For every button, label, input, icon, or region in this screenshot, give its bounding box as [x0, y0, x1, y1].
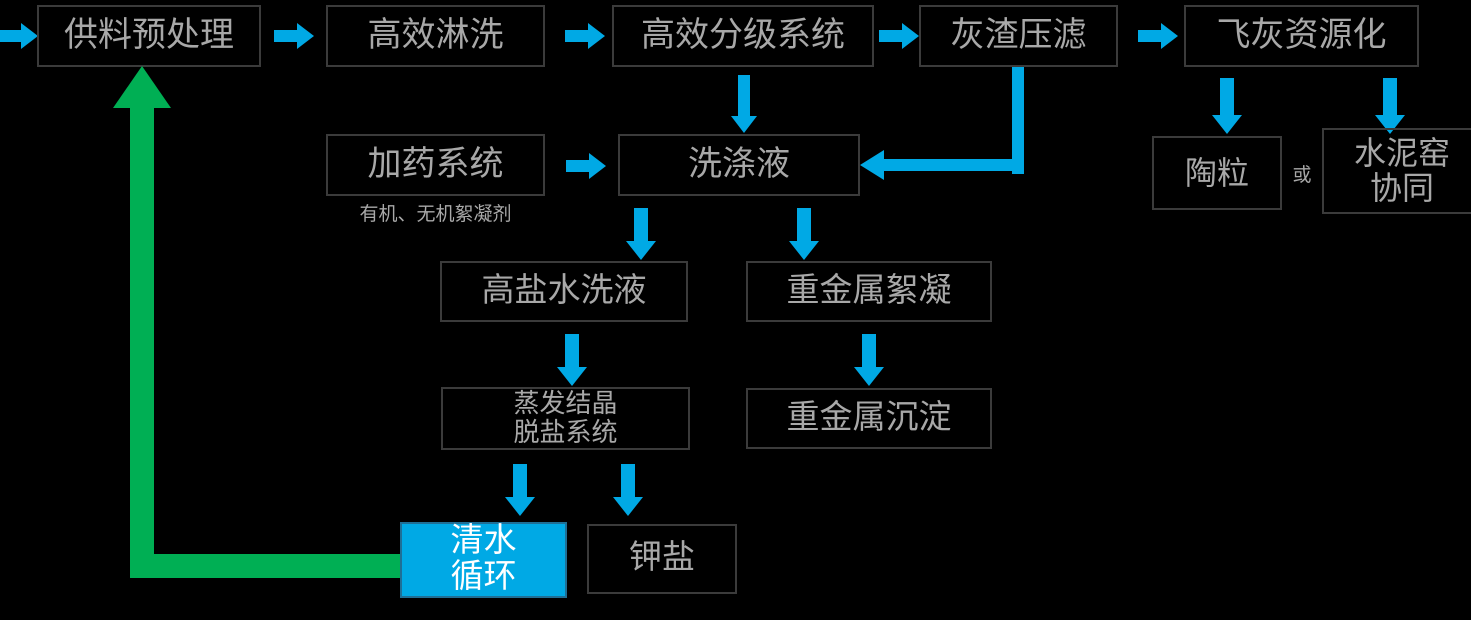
- arrow-clean-water-recycle-to-feed-pretreat: [113, 66, 171, 578]
- arrow-ash-press-to-fly-ash-resource: [1138, 23, 1178, 49]
- arrow-fly-ash-to-cement-kiln: [1375, 78, 1405, 134]
- arrow-fly-ash-to-ceramsite: [1212, 78, 1242, 134]
- node-ceramsite[interactable]: 陶粒: [1152, 136, 1282, 210]
- caption-or-connector: 或: [1292, 165, 1312, 186]
- node-cement-kiln[interactable]: 水泥窑 协同: [1322, 128, 1471, 214]
- arrow-input-to-feed-pretreat: [0, 23, 38, 49]
- node-clean-water[interactable]: 清水 循环: [400, 522, 567, 598]
- node-evap-crystal[interactable]: 蒸发结晶 脱盐系统: [441, 387, 690, 450]
- node-fly-ash-resource[interactable]: 飞灰资源化: [1184, 5, 1419, 67]
- arrow-evap-crystal-to-potassium-salt: [613, 464, 643, 516]
- arrow-evap-crystal-to-clean-water: [505, 464, 535, 516]
- node-high-eff-wash[interactable]: 高效淋洗: [326, 5, 545, 67]
- node-feed-pretreat[interactable]: 供料预处理: [37, 5, 261, 67]
- arrow-ash-press-to-wash-liquid: [860, 150, 1024, 180]
- node-high-salt-wash[interactable]: 高盐水洗液: [440, 261, 688, 322]
- caption-dosing-note: 有机、无机絮凝剂: [359, 204, 512, 225]
- arrow-feed-pretreat-to-high-eff-wash: [274, 23, 314, 49]
- node-classify-system[interactable]: 高效分级系统: [612, 5, 874, 67]
- node-heavy-metal-floc[interactable]: 重金属絮凝: [746, 261, 992, 322]
- arrow-high-salt-wash-to-evap-crystal: [557, 334, 587, 386]
- arrow-wash-liquid-to-high-salt-wash: [626, 208, 656, 260]
- arrow-heavy-metal-floc-to-heavy-metal-prec: [854, 334, 884, 386]
- node-potassium-salt[interactable]: 钾盐: [587, 524, 737, 594]
- arrow-classify-system-to-ash-press: [879, 23, 919, 49]
- elbow-ash-press-vertical-segment: [1012, 67, 1024, 174]
- node-heavy-metal-prec[interactable]: 重金属沉淀: [746, 388, 992, 449]
- green-loop-horizontal-segment: [130, 554, 402, 578]
- arrow-high-eff-wash-to-classify-system: [565, 23, 605, 49]
- arrow-classify-system-down-to-wash-liquid: [731, 75, 757, 133]
- arrow-dosing-system-to-wash-liquid: [566, 153, 606, 179]
- arrow-wash-liquid-to-heavy-metal-floc: [789, 208, 819, 260]
- node-ash-press[interactable]: 灰渣压滤: [919, 5, 1118, 67]
- node-dosing-system[interactable]: 加药系统: [326, 134, 545, 196]
- node-wash-liquid[interactable]: 洗涤液: [618, 134, 860, 196]
